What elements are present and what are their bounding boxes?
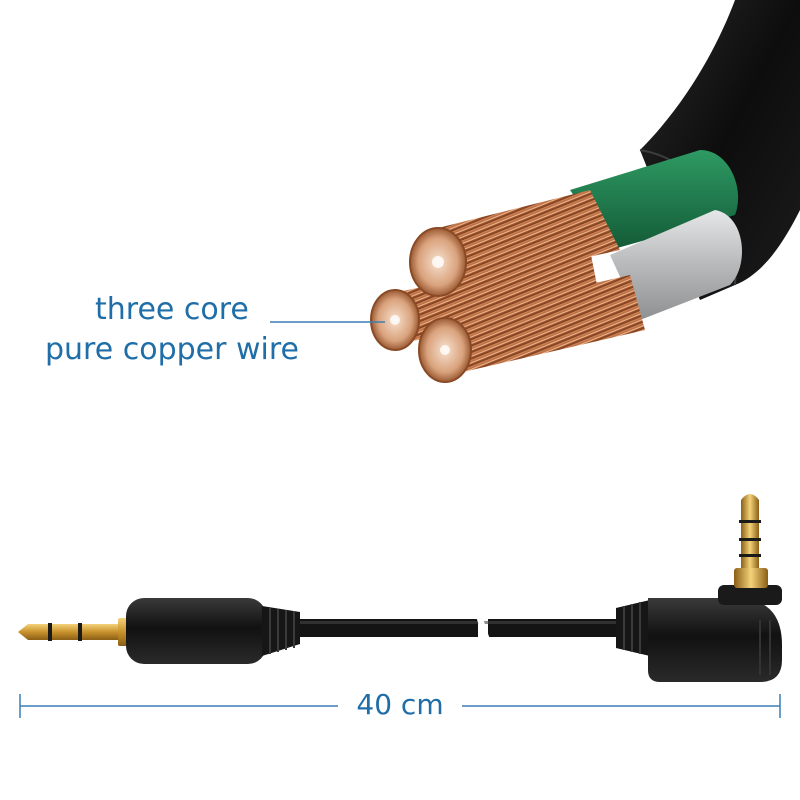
length-label: 40 cm	[356, 688, 444, 721]
plug-tip	[18, 624, 122, 640]
three-core-cable-illustration	[370, 0, 800, 383]
straight-plug	[18, 598, 300, 664]
plug-body	[126, 598, 266, 664]
copper-core-top	[430, 190, 620, 290]
angled-plug-tip	[741, 494, 759, 568]
angled-plug	[616, 494, 782, 682]
annotation-line-1: three core	[95, 292, 249, 327]
length-measurement	[19, 694, 781, 718]
silver-insulation	[610, 210, 742, 320]
copper-core-right	[435, 275, 645, 375]
angled-plug-body	[648, 598, 782, 682]
audio-cable	[18, 494, 782, 682]
annotation-line-2: pure copper wire	[45, 332, 299, 367]
